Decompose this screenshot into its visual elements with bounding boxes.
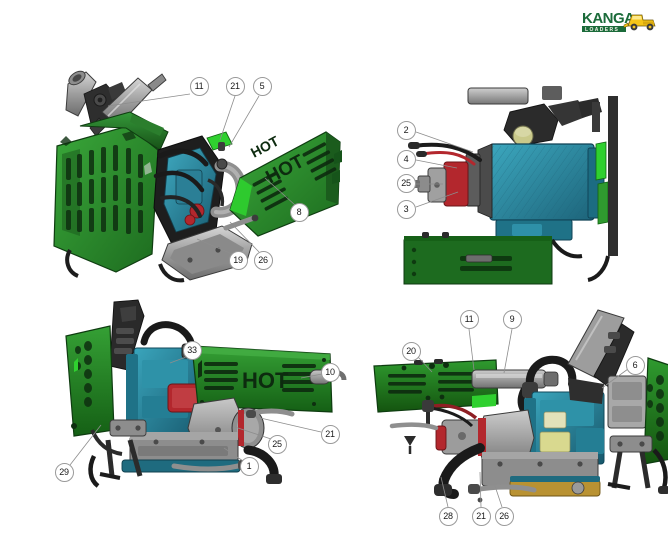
- callout-5[interactable]: 5: [252, 76, 272, 96]
- upper-muffler-part: [467, 86, 562, 105]
- rod-part-bottom: [468, 484, 537, 503]
- callout-21[interactable]: 21: [225, 76, 245, 96]
- callout-25[interactable]: 25: [396, 173, 416, 193]
- callout-28[interactable]: 28: [438, 506, 458, 526]
- view-top-left-artwork: HOT HOT: [40, 58, 365, 293]
- upper-bracket-assembly: [503, 98, 602, 147]
- callout-20[interactable]: 20: [401, 341, 421, 361]
- left-green-plate: [373, 359, 499, 413]
- brand-wordmark: KANGA: [582, 10, 635, 27]
- base-plate-panel: [403, 232, 553, 285]
- callout-21[interactable]: 21: [320, 424, 340, 444]
- callout-11[interactable]: 11: [459, 309, 479, 329]
- lift-arm-part: [109, 299, 145, 371]
- hot-emboss-label-b: HOT: [248, 132, 282, 160]
- view-top-right-artwork: [392, 86, 652, 292]
- callout-11[interactable]: 11: [189, 76, 209, 96]
- view-bottom-right-artwork: [372, 308, 668, 518]
- brand-subtitle-bar: [582, 26, 626, 32]
- rear-frame-legs: [607, 435, 668, 494]
- callout-33[interactable]: 33: [182, 340, 202, 360]
- callout-6[interactable]: 6: [625, 355, 645, 375]
- callout-19[interactable]: 19: [228, 250, 248, 270]
- engine-block-left-view: [126, 347, 203, 435]
- callout-29[interactable]: 29: [54, 462, 74, 482]
- starter-motor-part: [410, 161, 469, 207]
- kanga-loaders-logo: KANGA LOADERS: [580, 6, 660, 40]
- cable-harness-part: [408, 142, 482, 166]
- top-shroud-panel: [79, 111, 169, 151]
- callout-1[interactable]: 1: [239, 456, 259, 476]
- control-box-part: [607, 375, 647, 429]
- left-side-panel: [65, 325, 115, 437]
- oil-sump-right-view: [481, 452, 601, 497]
- brand-subtitle: LOADERS: [585, 27, 619, 33]
- elbow-hose-part: [243, 445, 282, 484]
- engine-core: [153, 135, 225, 245]
- rod-part-21: [245, 408, 295, 418]
- callout-4[interactable]: 4: [396, 149, 416, 169]
- loader-vehicle-icon: [623, 14, 656, 31]
- valve-cable-part: [422, 400, 478, 428]
- callout-2[interactable]: 2: [396, 120, 416, 140]
- callout-26[interactable]: 26: [494, 506, 514, 526]
- lower-hose-part: [65, 248, 185, 283]
- frame-column-part: [587, 96, 618, 282]
- rod-part-left: [389, 422, 439, 454]
- hot-cover-panel-left-view: HOT: [191, 345, 333, 413]
- engine-block-section: [477, 143, 605, 241]
- callout-8[interactable]: 8: [289, 202, 309, 222]
- callout-21[interactable]: 21: [471, 506, 491, 526]
- hot-emboss-label-left: HOT: [242, 368, 289, 393]
- green-side-strip: [595, 141, 609, 225]
- callout-25[interactable]: 25: [267, 434, 287, 454]
- radiator-grille-panel: [53, 125, 159, 273]
- callout-10[interactable]: 10: [320, 362, 340, 382]
- callout-3[interactable]: 3: [396, 199, 416, 219]
- view-bottom-left-artwork: HOT: [52, 299, 352, 500]
- callout-9[interactable]: 9: [502, 309, 522, 329]
- callout-26[interactable]: 26: [253, 250, 273, 270]
- cylinder-bar-part: [471, 369, 559, 389]
